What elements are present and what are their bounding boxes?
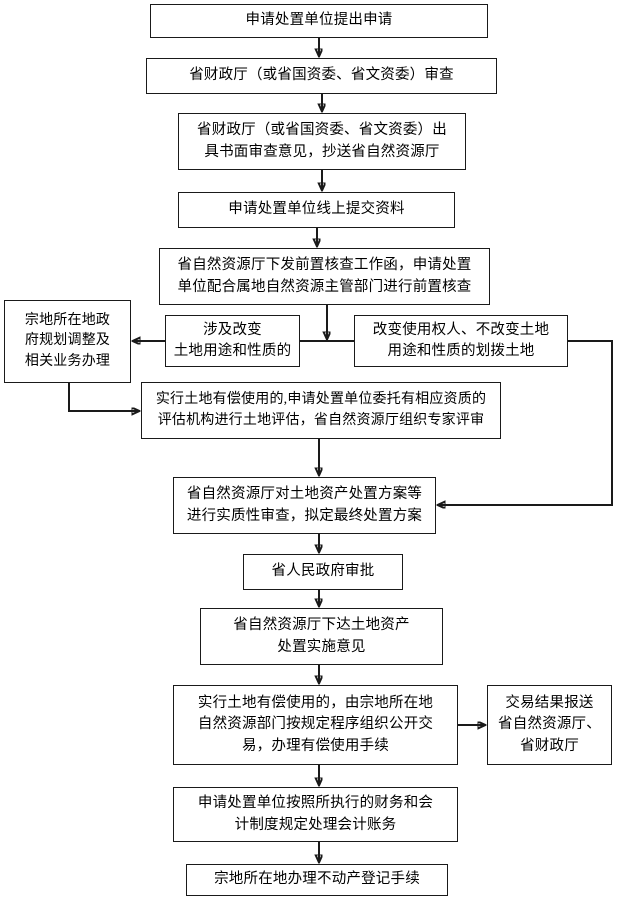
node-accounting[interactable]: 申请处置单位按照所执行的财务和会 计制度规定处理会计账务 bbox=[173, 787, 458, 842]
edge-n6-n9 bbox=[68, 383, 139, 411]
node-written-opinion[interactable]: 省财政厅（或省国资委、省文资委）出 具书面审查意见，抄送省自然资源厅 bbox=[178, 113, 466, 170]
node-land-appraisal[interactable]: 实行土地有偿使用的,申请处置单位委托有相应资质的 评估机构进行土地评估，省自然资… bbox=[141, 382, 501, 439]
node-branch-change-holder[interactable]: 改变使用权人、不改变土地 用途和性质的划拨土地 bbox=[354, 315, 568, 367]
node-report-result[interactable]: 交易结果报送 省自然资源厅、 省财政厅 bbox=[487, 685, 612, 765]
node-property-registration[interactable]: 宗地所在地办理不动产登记手续 bbox=[186, 864, 448, 896]
node-provincial-approval[interactable]: 省人民政府审批 bbox=[243, 554, 403, 590]
node-branch-change-use[interactable]: 涉及改变 土地用途和性质的 bbox=[165, 315, 300, 367]
node-pre-verification[interactable]: 省自然资源厅下发前置核查工作函，申请处置 单位配合属地自然资源主管部门进行前置核… bbox=[159, 248, 490, 305]
node-substantive-review[interactable]: 省自然资源厅对土地资产处置方案等 进行实质性审查，拟定最终处置方案 bbox=[173, 477, 436, 534]
node-finance-review[interactable]: 省财政厅（或省国资委、省文资委）审查 bbox=[146, 58, 497, 94]
node-apply-submit[interactable]: 申请处置单位提出申请 bbox=[150, 4, 488, 38]
node-public-transaction[interactable]: 实行土地有偿使用的，由宗地所在地 自然资源部门按规定程序组织公开交 易，办理有偿… bbox=[173, 685, 458, 765]
node-online-submit[interactable]: 申请处置单位线上提交资料 bbox=[178, 192, 455, 228]
node-planning-adjustment[interactable]: 宗地所在地政 府规划调整及 相关业务办理 bbox=[4, 300, 131, 383]
node-implementation-opinion[interactable]: 省自然资源厅下达土地资产 处置实施意见 bbox=[200, 608, 443, 665]
